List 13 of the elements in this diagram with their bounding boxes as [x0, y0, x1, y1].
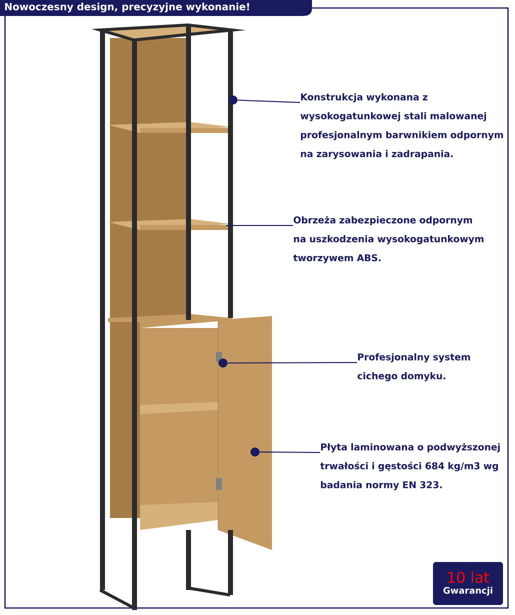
- leader-line: [259, 452, 320, 453]
- leader-line: [227, 362, 358, 364]
- marker-dot: [250, 448, 260, 456]
- callout-text: Obrzeża zabezpieczone odpornym na uszkodzenia wysokogatunkowym tworzywem ABS.: [293, 216, 484, 264]
- marker-dot: [228, 96, 238, 104]
- title-banner: Nowoczesny design, precyzyjne wykonanie!: [0, 0, 312, 16]
- warranty-badge: 10 lat Gwarancji: [433, 562, 503, 605]
- callout-text: Profesjonalny system cichego domyku.: [358, 353, 470, 382]
- callout-text: Konstrukcja wykonana z wysokogatunkowej stali malowanej profesjonalnym barwnikiem odpornym na zarysowania i zadrapania.: [300, 93, 503, 160]
- callout-text: Płyta laminowana o podwyższonej trwałości i gęstości 684 kg/m3 wg badania normy EN 323.: [320, 443, 500, 490]
- leader-line: [237, 100, 300, 103]
- leader-line: [226, 225, 294, 226]
- marker-dot: [218, 358, 228, 368]
